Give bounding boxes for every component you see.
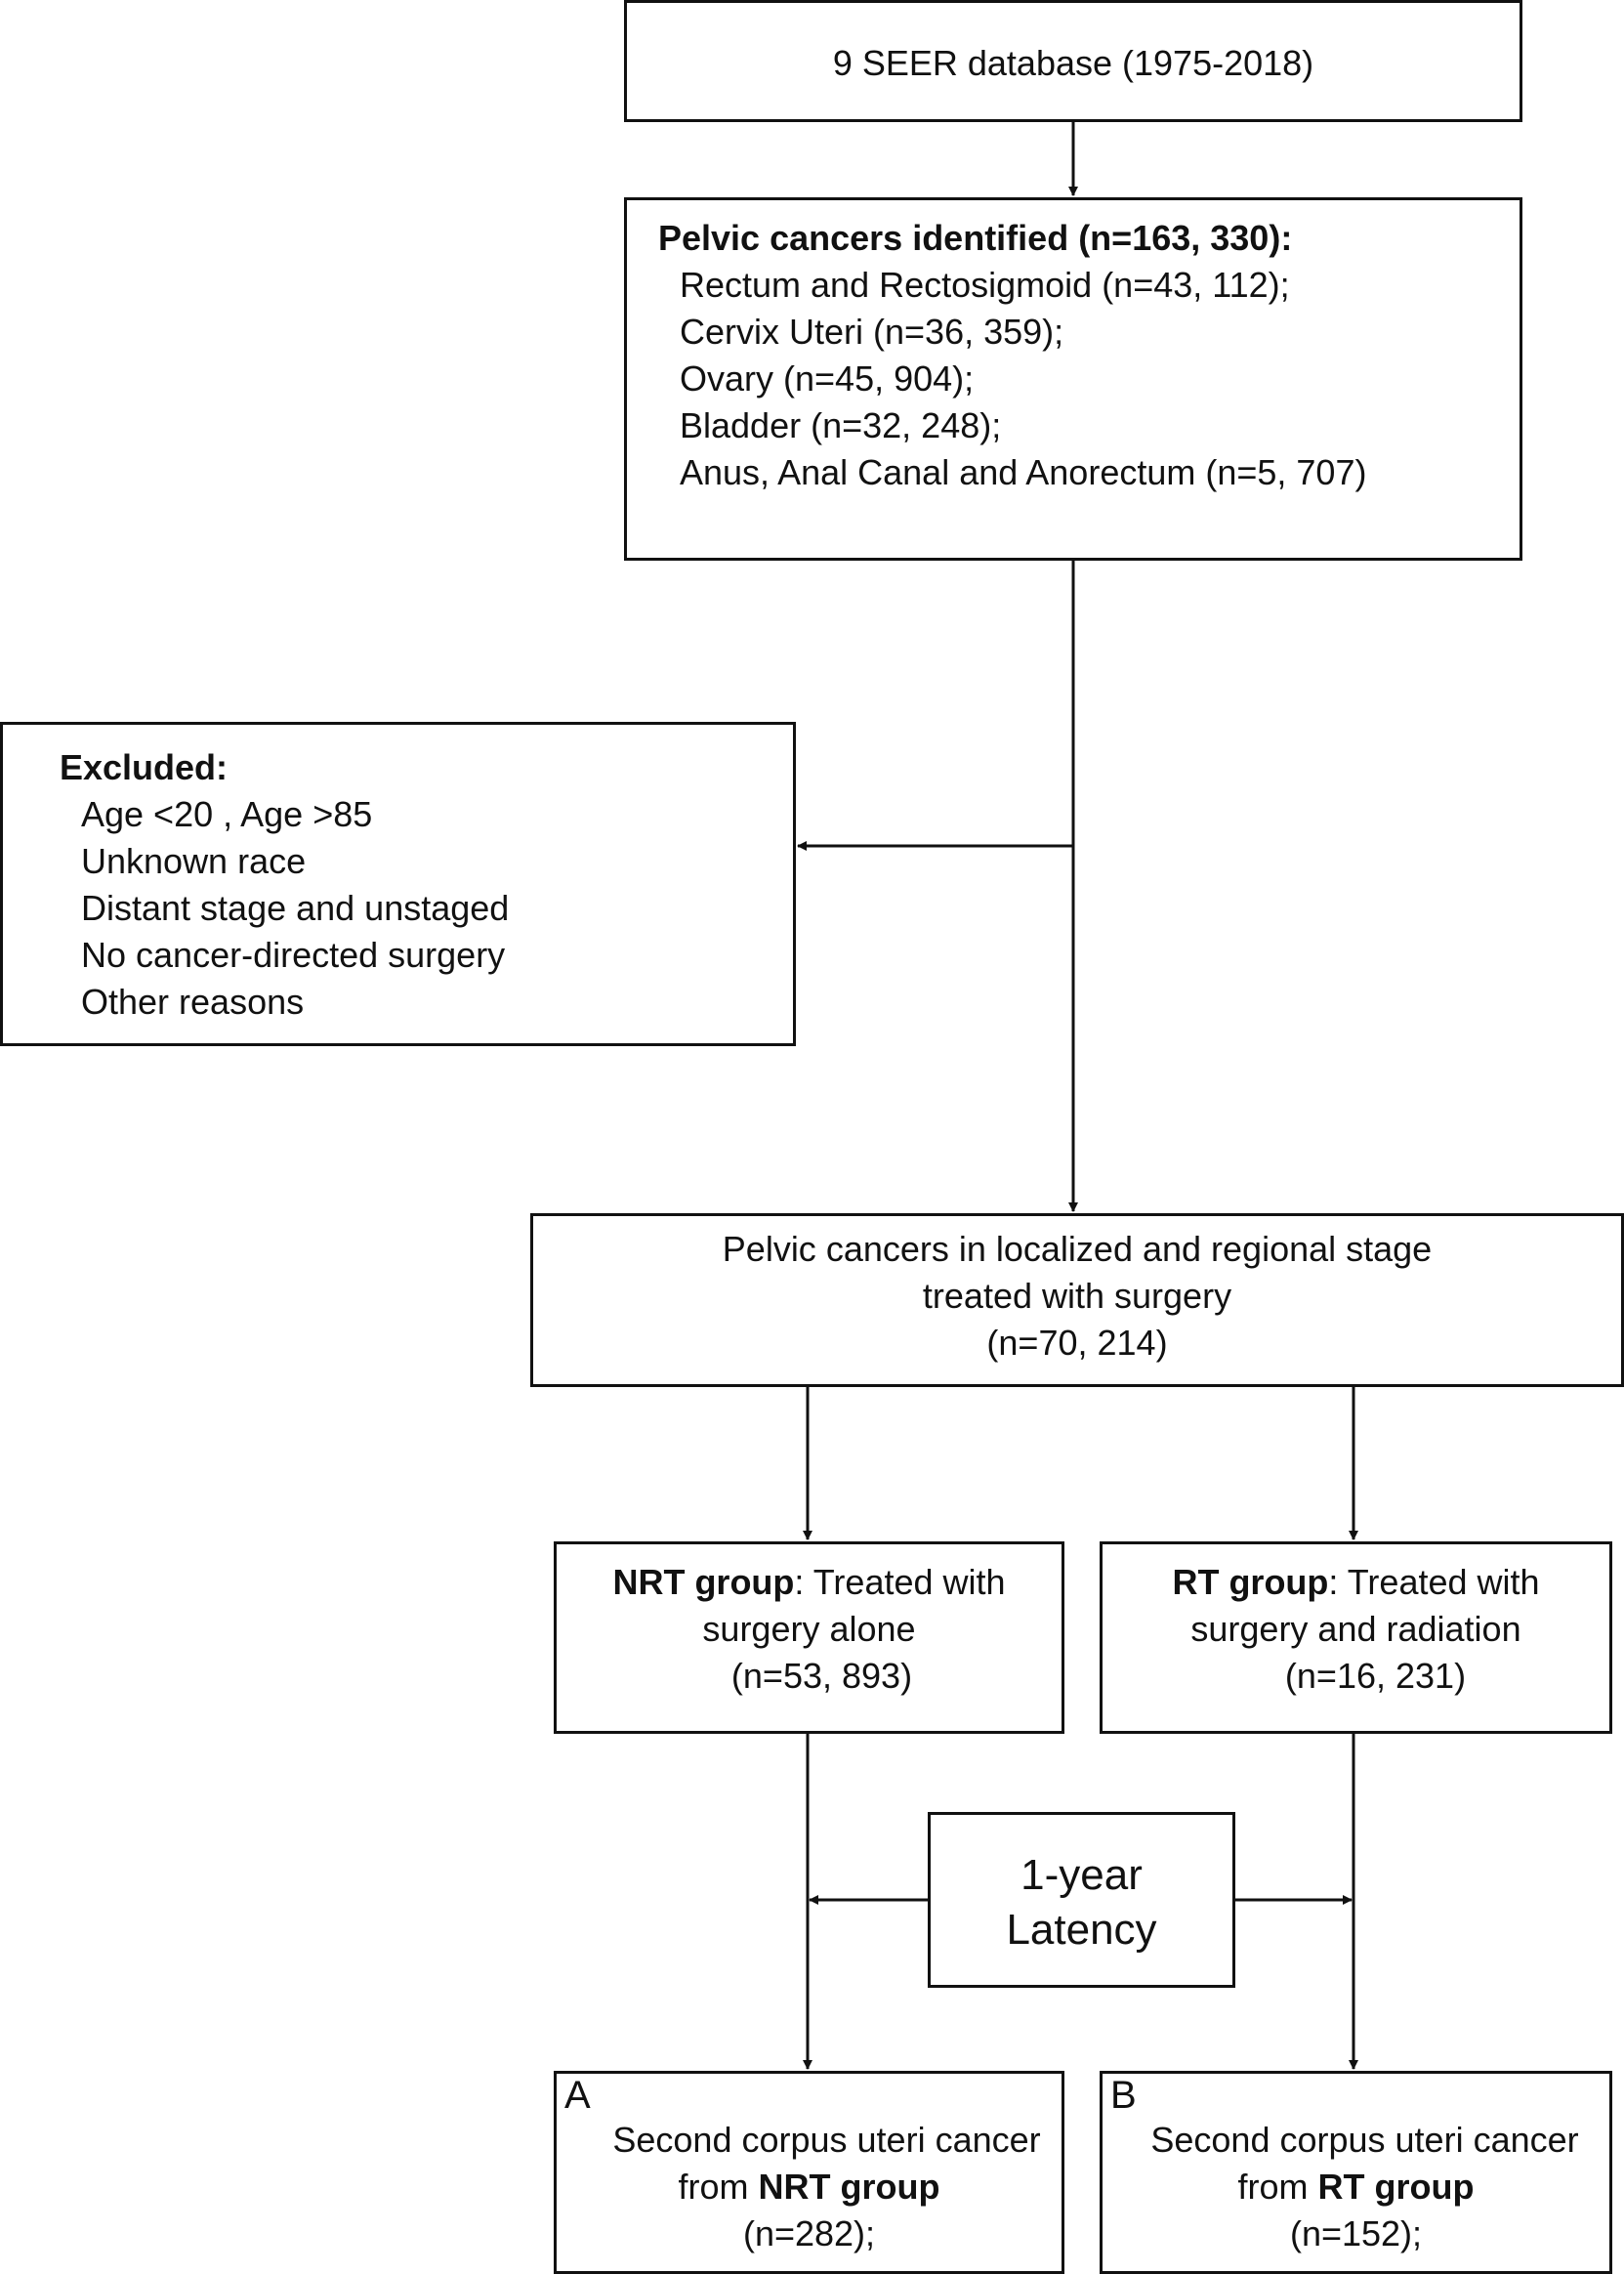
pelvic-item-rectum: Rectum and Rectosigmoid (n=43, 112); (680, 265, 1290, 305)
latency-box: 1-year Latency (928, 1812, 1235, 1988)
pelvic-item-ovary: Ovary (n=45, 904); (680, 358, 975, 399)
panel-letter-b: B (1110, 2074, 1137, 2117)
nrt-group-heading: NRT group: Treated with (612, 1562, 1006, 1602)
localized-count: (n=70, 214) (986, 1323, 1168, 1363)
excluded-item-age: Age <20 , Age >85 (81, 794, 373, 834)
rt-group-name: RT group (1172, 1562, 1329, 1602)
nrt-group-box: NRT group: Treated with surgery alone (n… (554, 1541, 1064, 1734)
latency-line-2: Latency (1006, 1906, 1157, 1954)
localized-line-2: treated with surgery (922, 1276, 1232, 1316)
localized-regional-box: Pelvic cancers in localized and regional… (530, 1213, 1624, 1387)
rt-group-box: RT group: Treated with surgery and radia… (1100, 1541, 1612, 1734)
excluded-box: Excluded: Age <20 , Age >85 Unknown race… (0, 722, 796, 1046)
seer-database-box: 9 SEER database (1975-2018) (624, 0, 1522, 122)
outcome-box-a: A Second corpus uteri cancer from NRT gr… (554, 2071, 1064, 2274)
outcome-a-count: (n=282); (742, 2213, 876, 2253)
nrt-group-treatment: surgery alone (702, 1609, 916, 1649)
rt-group-treatment: surgery and radiation (1190, 1609, 1521, 1649)
outcome-a-source: from NRT group (678, 2167, 940, 2207)
nrt-group-name: NRT group (612, 1562, 795, 1602)
seer-database-label: 9 SEER database (1975-2018) (832, 43, 1314, 83)
latency-line-1: 1-year (1020, 1851, 1143, 1899)
excluded-item-surgery: No cancer-directed surgery (81, 935, 506, 975)
rt-group-heading: RT group: Treated with (1172, 1562, 1540, 1602)
excluded-title: Excluded: (60, 747, 229, 787)
localized-line-1: Pelvic cancers in localized and regional… (722, 1229, 1433, 1269)
pelvic-item-bladder: Bladder (n=32, 248); (680, 405, 1002, 445)
rt-group-count: (n=16, 231) (1284, 1656, 1467, 1696)
outcome-b-source: from RT group (1237, 2167, 1475, 2207)
outcome-a-group: NRT group (758, 2167, 940, 2207)
pelvic-item-cervix: Cervix Uteri (n=36, 359); (680, 312, 1064, 352)
outcome-box-b: B Second corpus uteri cancer from RT gro… (1100, 2071, 1612, 2274)
outcome-a-line-1: Second corpus uteri cancer (612, 2120, 1041, 2160)
excluded-item-stage: Distant stage and unstaged (81, 888, 510, 928)
excluded-item-race: Unknown race (81, 841, 307, 881)
pelvic-cancers-title: Pelvic cancers identified (n=163, 330): (658, 218, 1293, 258)
excluded-item-other: Other reasons (81, 982, 305, 1022)
pelvic-cancers-box: Pelvic cancers identified (n=163, 330): … (624, 197, 1522, 561)
outcome-b-count: (n=152); (1289, 2213, 1423, 2253)
panel-letter-a: A (564, 2074, 591, 2117)
pelvic-item-anus: Anus, Anal Canal and Anorectum (n=5, 707… (680, 452, 1367, 492)
nrt-group-count: (n=53, 893) (730, 1656, 913, 1696)
outcome-b-group: RT group (1317, 2167, 1475, 2207)
outcome-b-line-1: Second corpus uteri cancer (1150, 2120, 1579, 2160)
